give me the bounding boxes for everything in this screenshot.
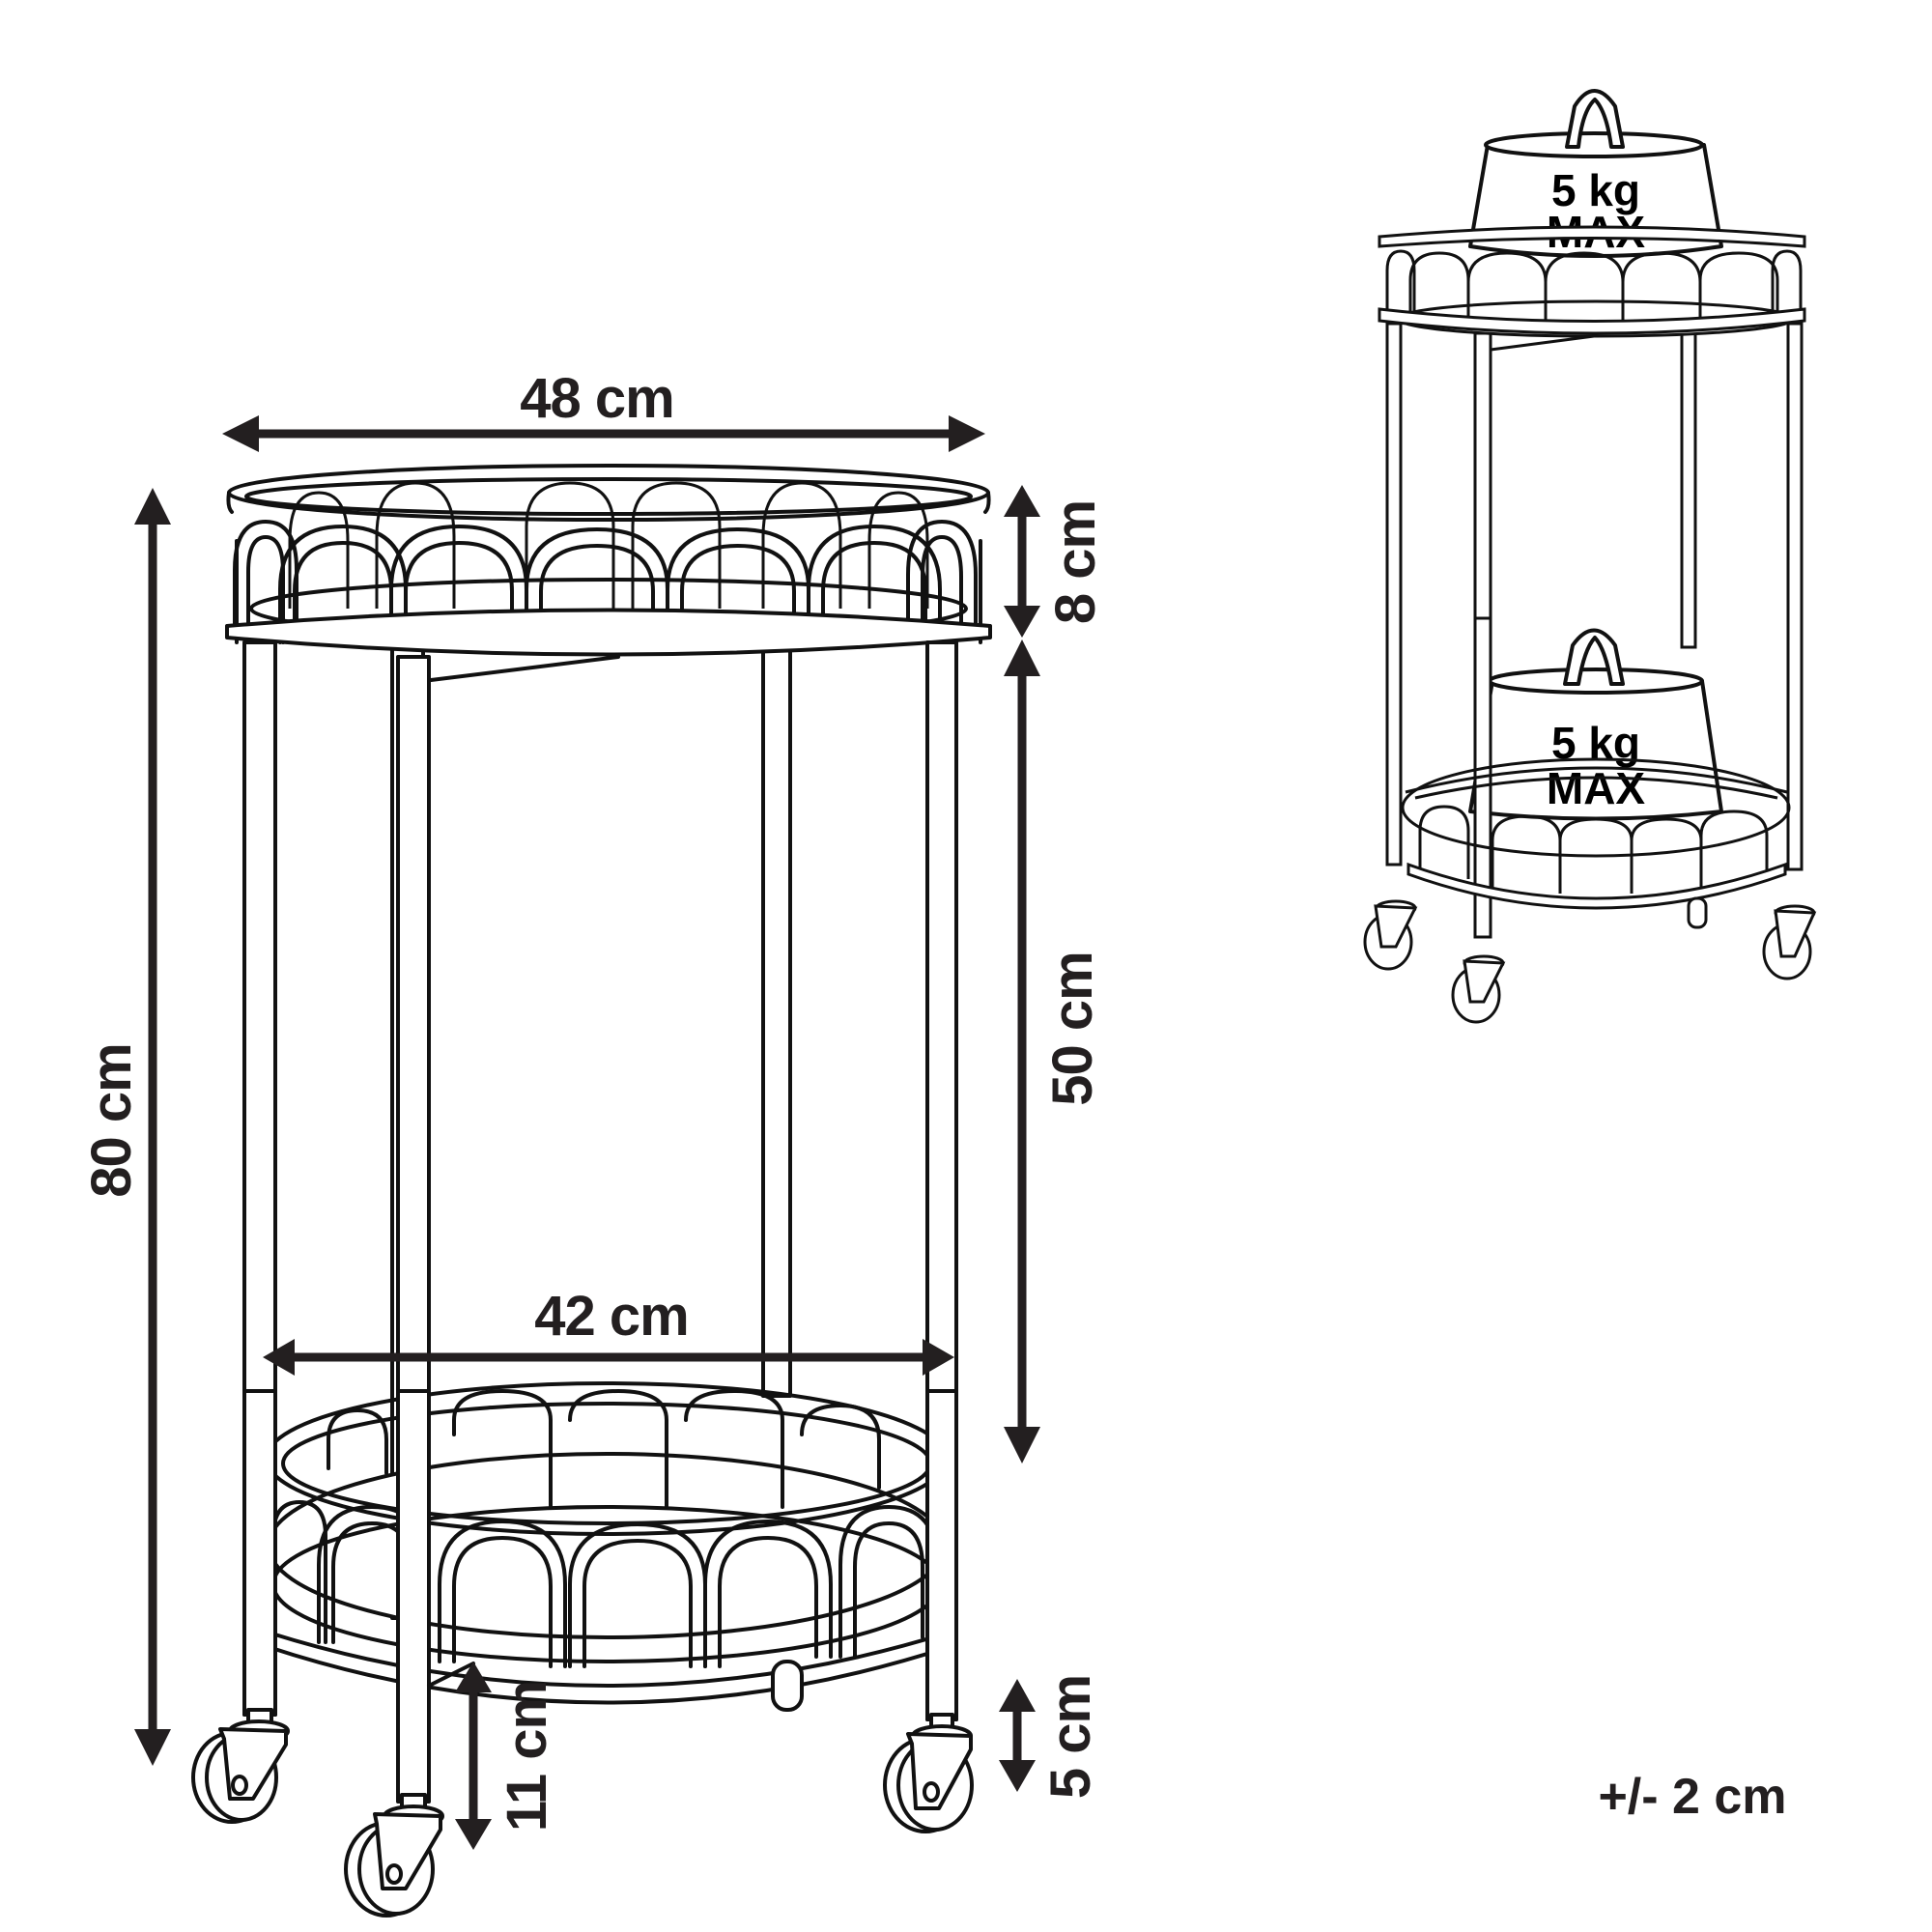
- castor-wheel-left: [191, 1708, 290, 1824]
- label-between-trays: 50 cm: [1041, 952, 1104, 1105]
- label-ground-clearance: 11 cm: [496, 1681, 558, 1832]
- weight-top-line1: 5 kg: [1551, 165, 1640, 215]
- leg-back-right: [761, 636, 792, 1398]
- label-top-diameter: 48 cm: [520, 367, 673, 430]
- tolerance-note: +/- 2 cm: [1598, 1769, 1786, 1825]
- weight-bottom-line2: MAX: [1547, 763, 1646, 813]
- dimension-ground-clearance: 11 cm: [455, 1662, 558, 1850]
- dimension-wheel-height: 5 cm: [999, 1675, 1102, 1799]
- small-castor-right: [1762, 904, 1817, 980]
- label-wheel-height: 5 cm: [1039, 1675, 1102, 1799]
- dimension-top-tray-height: 8 cm: [1004, 485, 1107, 638]
- label-total-height: 80 cm: [80, 1043, 143, 1197]
- dimension-top-diameter: 48 cm: [222, 367, 985, 452]
- load-capacity-illustration: 5 kg MAX 5 kg MAX: [1363, 89, 1817, 1024]
- dimension-total-height: 80 cm: [80, 488, 171, 1766]
- support-bar: [421, 655, 620, 683]
- small-castor-center: [1451, 954, 1506, 1024]
- castor-wheel-right: [883, 1713, 974, 1833]
- dimension-bottom-diameter: 42 cm: [263, 1285, 954, 1376]
- small-castor-left: [1363, 899, 1418, 971]
- top-arch-row: [233, 520, 982, 651]
- main-cart-illustration: [191, 464, 992, 1918]
- top-tray: [225, 464, 992, 657]
- bottom-tray: [265, 1381, 951, 1712]
- weight-bottom: 5 kg MAX: [1468, 628, 1723, 821]
- castor-wheel-center: [344, 1793, 444, 1918]
- label-top-tray-height: 8 cm: [1044, 500, 1107, 624]
- leg-front-center-lower: [396, 1389, 431, 1799]
- label-bottom-diameter: 42 cm: [534, 1285, 688, 1348]
- dimension-between-trays: 50 cm: [1004, 639, 1104, 1463]
